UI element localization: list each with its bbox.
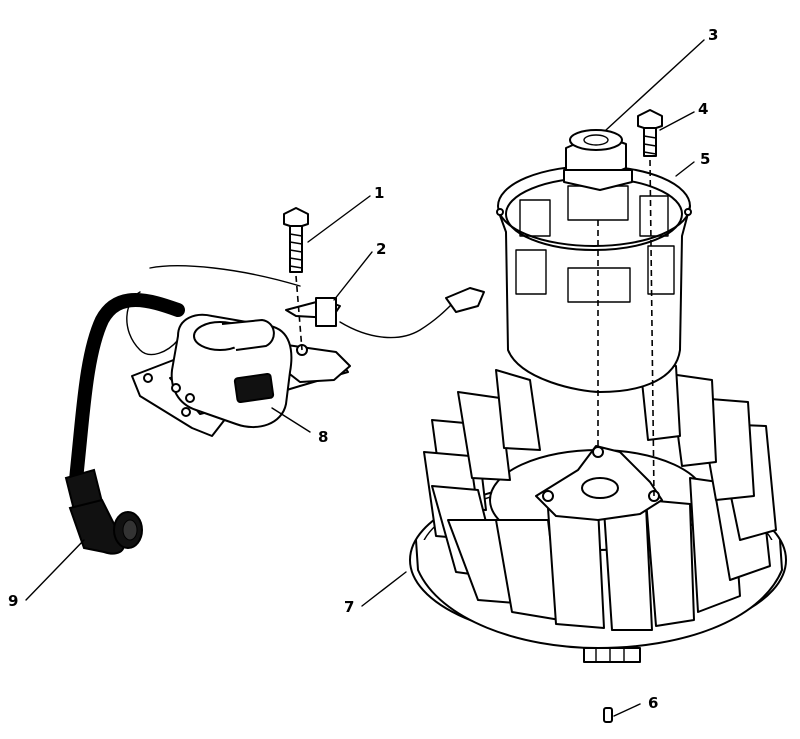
ground-wire <box>285 287 485 339</box>
flywheel-nut <box>563 129 633 191</box>
flywheel <box>409 361 787 663</box>
leader-lines <box>25 39 705 717</box>
callout-2: 2 <box>376 240 386 258</box>
cup-bolt <box>637 109 663 497</box>
callout-6: 6 <box>648 694 658 712</box>
starter-cup <box>496 165 692 450</box>
flywheel-fins <box>423 361 777 631</box>
callout-7: 7 <box>344 598 354 616</box>
callout-9: 9 <box>8 592 18 610</box>
callout-4: 4 <box>698 100 708 118</box>
callout-5: 5 <box>700 150 710 168</box>
spark-plug-wire <box>64 293 185 555</box>
callout-3: 3 <box>708 26 718 44</box>
coil-bolt <box>283 207 309 351</box>
callout-1: 1 <box>374 184 384 202</box>
callout-8: 8 <box>318 428 328 446</box>
ignition-coil <box>126 265 351 437</box>
flywheel-key <box>603 707 613 723</box>
